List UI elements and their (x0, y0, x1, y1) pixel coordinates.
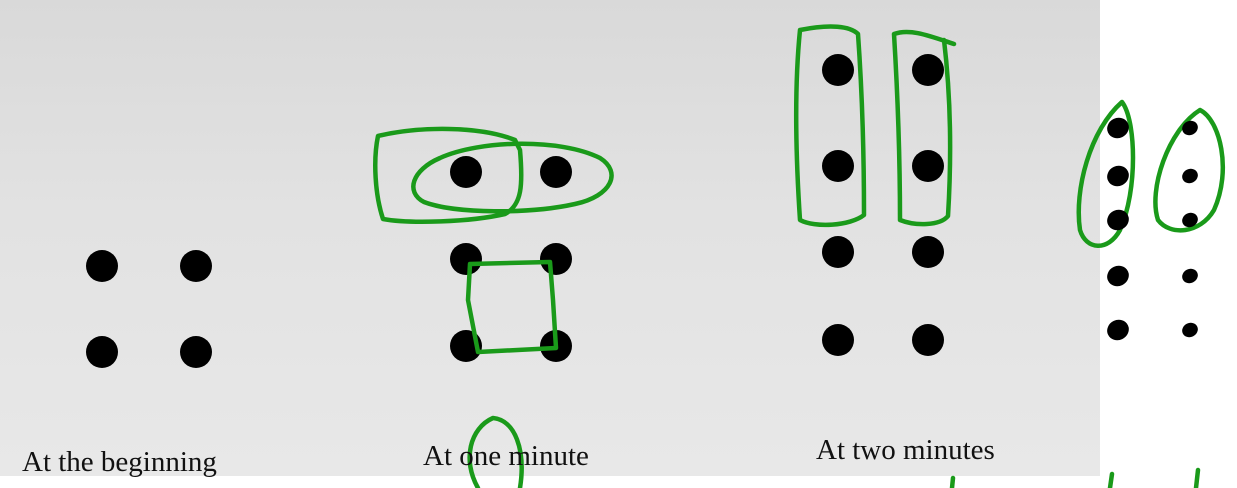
handwritten-dots (1107, 117, 1198, 341)
hand-dot-1 (1107, 117, 1129, 139)
hand-dot-4 (1182, 168, 1198, 184)
loop-pair-left (373, 126, 524, 224)
box-middle (465, 259, 559, 355)
hand-dot-5 (1107, 209, 1129, 231)
dot-two-minutes-8 (912, 54, 944, 86)
caption-two-minutes: At two minutes (816, 434, 995, 466)
caption-beginning: At the beginning (22, 446, 217, 478)
circle-one (467, 415, 524, 488)
dot-two-minutes-7 (822, 54, 854, 86)
dot-one-minute-4 (540, 243, 572, 275)
dot-one-minute-5 (450, 156, 482, 188)
printed-dots (86, 54, 944, 368)
dot-two-minutes-4 (912, 236, 944, 268)
dot-two-minutes-5 (822, 150, 854, 182)
tick-bottom-2 (1107, 471, 1115, 488)
hand-dot-8 (1182, 268, 1198, 284)
loop-column-left (793, 24, 867, 228)
dot-two-minutes-1 (822, 324, 854, 356)
dot-one-minute-6 (540, 156, 572, 188)
dot-beginning-4 (180, 250, 212, 282)
tick-bottom-3 (1193, 467, 1201, 488)
dot-two-minutes-6 (912, 150, 944, 182)
dot-beginning-3 (86, 250, 118, 282)
loop-column-right (891, 29, 957, 227)
hand-dot-10 (1182, 322, 1198, 338)
tick-bottom-1 (949, 475, 956, 488)
green-annotations (373, 24, 1226, 488)
loop-pair-oval (411, 141, 614, 214)
dot-one-minute-3 (450, 243, 482, 275)
hand-loop-right (1153, 107, 1226, 233)
dot-beginning-1 (86, 336, 118, 368)
hand-dot-3 (1107, 165, 1129, 187)
hand-dot-7 (1107, 265, 1129, 287)
hand-dot-2 (1182, 120, 1198, 136)
hand-dot-9 (1107, 319, 1129, 341)
hand-dot-6 (1182, 212, 1198, 228)
dot-two-minutes-3 (822, 236, 854, 268)
hand-loop-left (1076, 99, 1136, 248)
caption-one-minute: At one minute (423, 440, 589, 472)
dot-beginning-2 (180, 336, 212, 368)
dot-two-minutes-2 (912, 324, 944, 356)
